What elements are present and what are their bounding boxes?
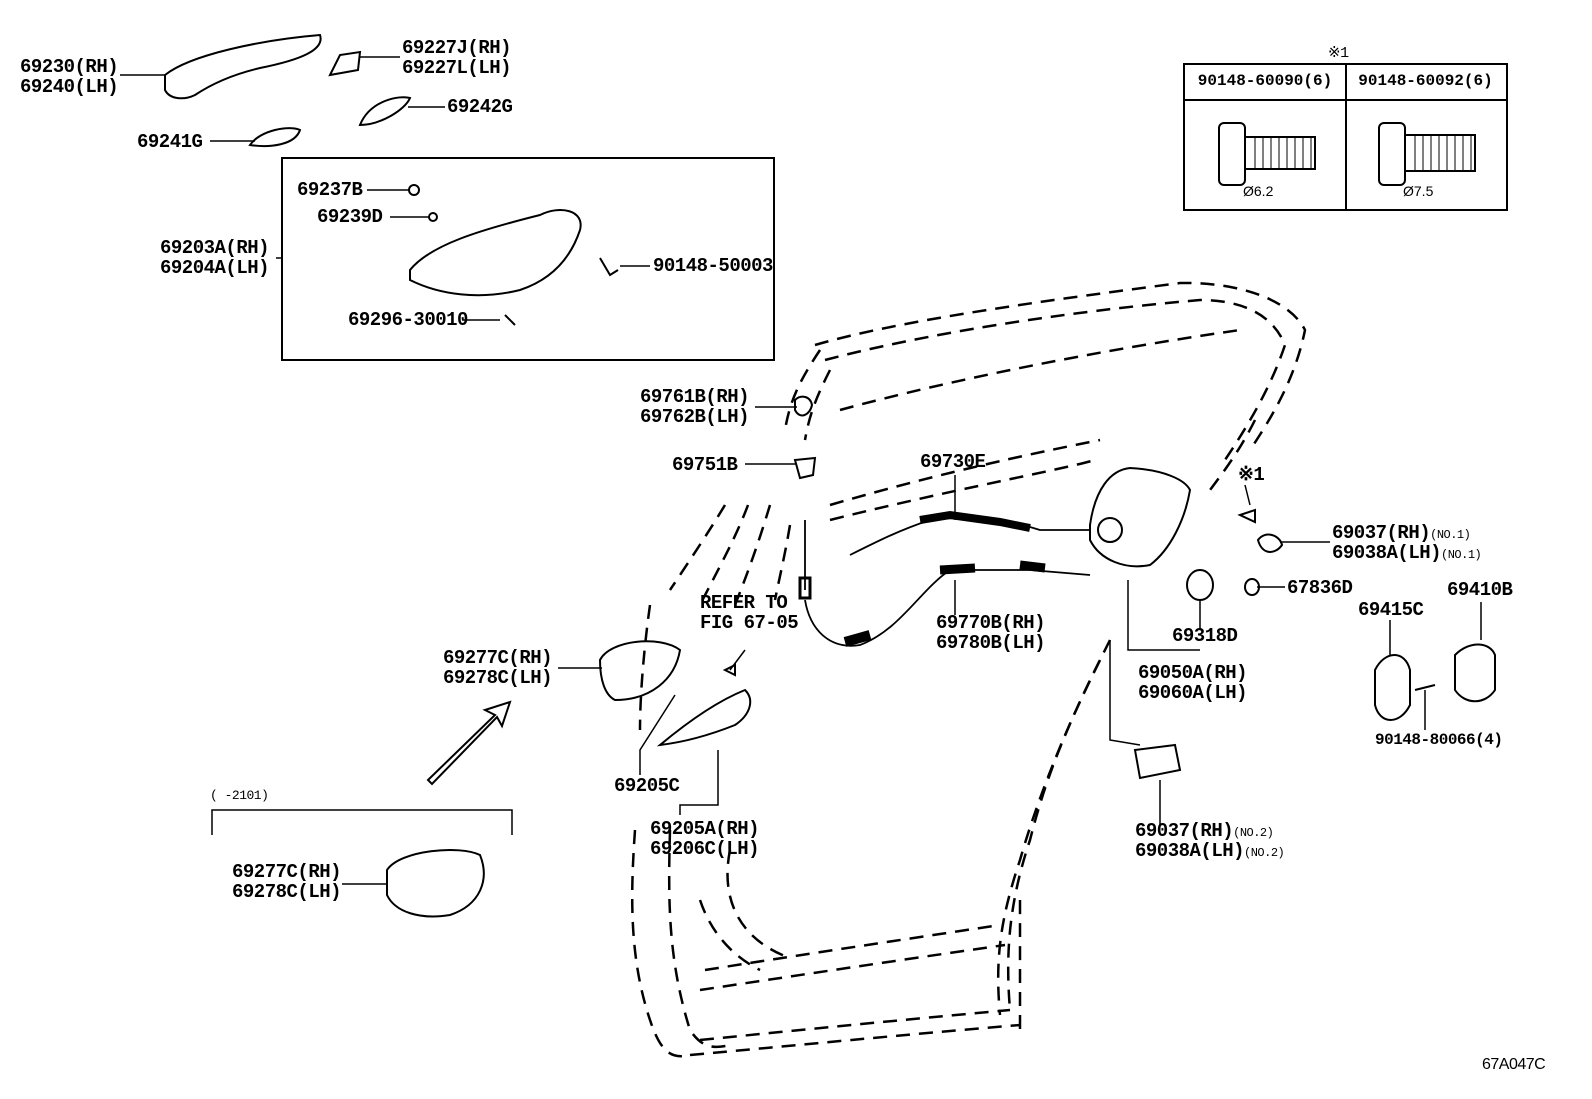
label-69278c: 69278C(LH) xyxy=(443,667,553,689)
table-note: ※1 xyxy=(1328,45,1349,62)
label-69050a: 69050A(RH) xyxy=(1138,662,1248,684)
label-69205c: 69205C xyxy=(614,775,680,797)
bolt-icon xyxy=(1218,122,1316,186)
label-69230: 69230(RH) xyxy=(20,56,119,78)
fastener-part-no-2: 90148-60092(6) xyxy=(1358,72,1493,90)
label-69038a-no2: 69038A(LH)(NO.2) xyxy=(1135,840,1285,862)
fastener-col-1: 90148-60090(6) Ø6.2 xyxy=(1185,65,1347,209)
label-69751b: 69751B xyxy=(672,454,738,476)
label-69037-no1: 69037(RH)(NO.1) xyxy=(1332,522,1471,544)
label-69237b: 69237B xyxy=(297,179,363,201)
refer-line2: FIG 67-05 xyxy=(700,612,799,634)
label-69037-no2: 69037(RH)(NO.2) xyxy=(1135,820,1274,842)
label-69240: 69240(LH) xyxy=(20,76,119,98)
label-90148-80066: 90148-80066(4) xyxy=(1375,731,1503,749)
label-69227j: 69227J(RH) xyxy=(402,37,512,59)
label-69205a: 69205A(RH) xyxy=(650,818,760,840)
view-arrow xyxy=(426,700,512,786)
label-69227l: 69227L(LH) xyxy=(402,57,512,79)
fastener-col-2: 90148-60092(6) Ø7.5 xyxy=(1345,65,1506,209)
label-69762b: 69762B(LH) xyxy=(640,406,750,428)
label-69242g: 69242G xyxy=(447,96,513,118)
label-69296: 69296-30010 xyxy=(348,309,468,331)
label-69206c: 69206C(LH) xyxy=(650,838,760,860)
label-69415c: 69415C xyxy=(1358,599,1424,621)
label-67836d: 67836D xyxy=(1287,577,1353,599)
label-69780b: 69780B(LH) xyxy=(936,632,1046,654)
fastener-diameter-2: Ø7.5 xyxy=(1403,183,1434,199)
diagram-code: 67A047C xyxy=(1482,1056,1546,1073)
cables xyxy=(798,510,1091,647)
label-note1-b: ※1 xyxy=(1238,464,1265,486)
label-69277c-b: 69277C(RH) xyxy=(232,861,342,883)
label-69203a: 69203A(RH) xyxy=(160,237,270,259)
label-69318d: 69318D xyxy=(1172,625,1238,647)
label-90148-50003: 90148-50003 xyxy=(653,255,773,277)
fastener-table: 90148-60090(6) Ø6.2 90148-60092(6) xyxy=(1183,63,1508,211)
handle-assembly-box xyxy=(281,157,775,361)
label-69241g: 69241G xyxy=(137,131,203,153)
label-69277c: 69277C(RH) xyxy=(443,647,553,669)
parts-shapes xyxy=(164,33,1496,918)
refer-line1: REFER TO xyxy=(700,592,788,614)
label-69239d: 69239D xyxy=(317,206,383,228)
leader-lines xyxy=(120,56,1482,885)
bolt-icon xyxy=(1378,122,1476,186)
fastener-diameter-1: Ø6.2 xyxy=(1243,183,1274,199)
label-69770b: 69770B(RH) xyxy=(936,612,1046,634)
label-69278c-b: 69278C(LH) xyxy=(232,881,342,903)
fastener-part-no-1: 90148-60090(6) xyxy=(1197,72,1333,90)
label-69060a: 69060A(LH) xyxy=(1138,682,1248,704)
label-69730e: 69730E xyxy=(920,451,986,473)
label-69761b: 69761B(RH) xyxy=(640,386,750,408)
door-outline xyxy=(630,281,1307,1058)
date-range-label: ( -2101) xyxy=(210,788,269,803)
label-69410b: 69410B xyxy=(1447,579,1513,601)
label-69204a: 69204A(LH) xyxy=(160,257,270,279)
label-69038a-no1: 69038A(LH)(NO.1) xyxy=(1332,542,1482,564)
